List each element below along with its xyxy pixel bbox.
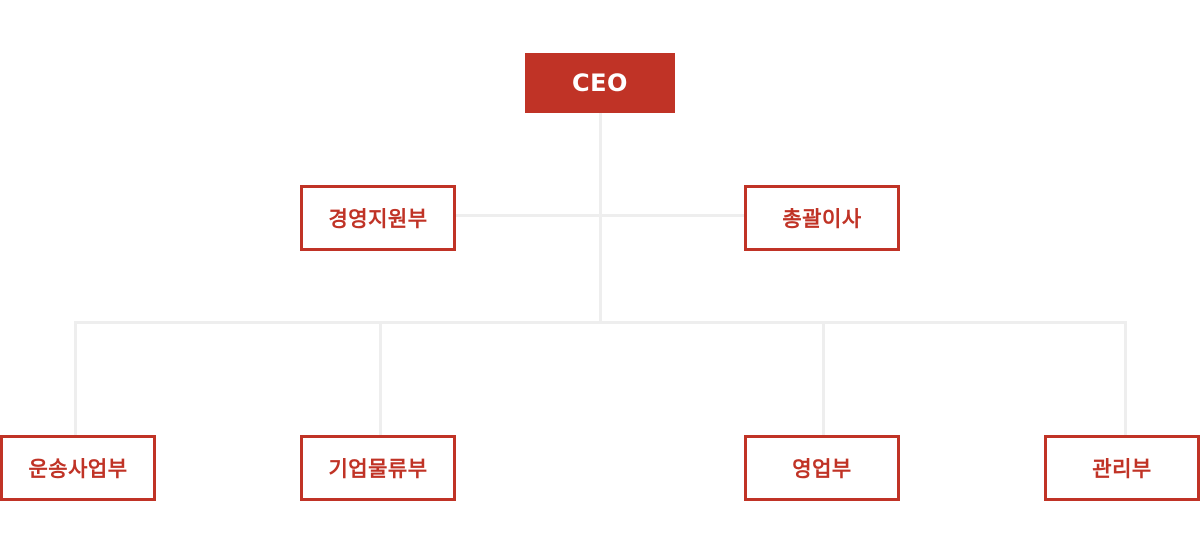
connector-drop-2	[379, 321, 382, 435]
node-label: 관리부	[1092, 457, 1152, 481]
connector-ceo-trunk	[599, 113, 602, 324]
node-label: 기업물류부	[328, 457, 428, 481]
connector-level2-horizontal	[74, 321, 1127, 324]
node-transport-business: 운송사업부	[0, 435, 156, 501]
node-administration: 관리부	[1044, 435, 1200, 501]
node-label: 총괄이사	[782, 207, 862, 231]
node-label: 경영지원부	[328, 207, 428, 231]
ceo-node: CEO	[525, 53, 675, 113]
connector-drop-4	[1124, 321, 1127, 435]
node-label: 운송사업부	[28, 457, 128, 481]
node-corporate-logistics: 기업물류부	[300, 435, 456, 501]
node-label: 영업부	[792, 457, 852, 481]
node-general-director: 총괄이사	[744, 185, 900, 251]
connector-drop-1	[74, 321, 77, 435]
ceo-label: CEO	[572, 69, 628, 97]
connector-level1-horizontal	[456, 214, 745, 217]
node-sales: 영업부	[744, 435, 900, 501]
node-management-support: 경영지원부	[300, 185, 456, 251]
connector-drop-3	[822, 321, 825, 435]
